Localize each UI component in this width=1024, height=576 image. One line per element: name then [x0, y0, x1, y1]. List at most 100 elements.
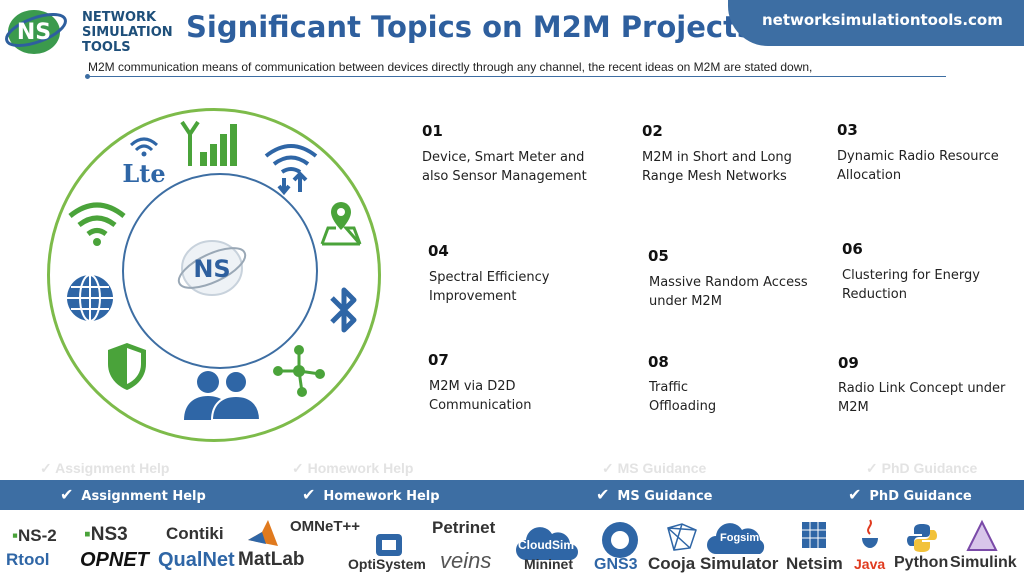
- tool-matlab[interactable]: MatLab: [238, 549, 305, 570]
- service-label: MS Guidance: [617, 489, 713, 504]
- gns3-icon: [602, 522, 638, 558]
- tool-qualnet[interactable]: QualNet: [158, 549, 235, 571]
- topic-text: Device, Smart Meter and also Sensor Mana…: [422, 150, 587, 184]
- tool-gns3[interactable]: GNS3: [594, 556, 638, 573]
- tool-label: NS3: [90, 524, 128, 545]
- ghost-label: Homework Help: [307, 460, 414, 476]
- tool-simulink[interactable]: Simulink: [950, 554, 1017, 571]
- tool-ns3[interactable]: ▪NS3: [84, 524, 128, 546]
- service-phd-guidance[interactable]: ✔ PhD Guidance: [848, 485, 972, 504]
- center-ns-logo-icon: NS: [177, 240, 247, 296]
- topic-number: 02: [642, 122, 663, 140]
- java-icon: [862, 519, 878, 548]
- network-nodes-icon: [273, 345, 325, 397]
- tool-java[interactable]: Java: [854, 556, 886, 572]
- brand-logo[interactable]: NS NETWORK SIMULATION TOOLS: [4, 4, 174, 58]
- topic-text: M2M via D2D Communication: [429, 379, 532, 413]
- topic-number: 09: [838, 354, 859, 372]
- underline-dot: [85, 74, 90, 79]
- topic-number: 01: [422, 122, 443, 140]
- shield-icon: [108, 343, 146, 390]
- signal-bars-icon: [180, 120, 237, 166]
- map-pin-icon: [320, 202, 362, 246]
- topic-number: 03: [837, 121, 858, 139]
- tool-label: NS-2: [18, 526, 57, 545]
- tool-ns2[interactable]: ▪NS-2: [12, 526, 57, 546]
- subtitle-underline: [88, 76, 946, 77]
- service-label: PhD Guidance: [869, 489, 972, 504]
- service-label: Assignment Help: [81, 489, 206, 504]
- service-homework-help[interactable]: ✔ Homework Help: [302, 485, 440, 504]
- ghost-item: ✓ MS Guidance: [602, 460, 707, 476]
- site-link[interactable]: networksimulationtools.com: [762, 11, 1003, 29]
- service-ms-guidance[interactable]: ✔ MS Guidance: [596, 485, 712, 504]
- tool-cooja-simulator[interactable]: Cooja Simulator: [648, 554, 779, 573]
- cloudsim-icon: [516, 527, 578, 560]
- service-label: Homework Help: [323, 489, 440, 504]
- optisystem-icon: [376, 534, 402, 556]
- check-icon: ✔: [302, 485, 316, 504]
- bars-icon: ▪: [84, 524, 91, 545]
- ns-logo-icon: NS: [5, 10, 67, 54]
- lte-icon: Lte: [122, 137, 166, 188]
- bluetooth-icon: [330, 287, 357, 333]
- brand-line-2: SIMULATION: [82, 25, 173, 40]
- ghost-item: ✓ PhD Guidance: [866, 460, 978, 476]
- topic-number: 05: [648, 247, 669, 265]
- subtitle: M2M communication means of communication…: [88, 60, 813, 74]
- ghost-label: PhD Guidance: [881, 460, 978, 476]
- check-icon: ✔: [596, 485, 610, 504]
- cooja-icon: [667, 523, 697, 551]
- tool-omnet[interactable]: OMNeT++: [290, 518, 361, 535]
- netsim-icon: [802, 522, 826, 548]
- services-reflection: ✓ Assignment Help ✓ Homework Help ✓ MS G…: [0, 460, 1024, 480]
- check-icon: ✔: [60, 485, 74, 504]
- tool-opnet[interactable]: OPNET: [80, 549, 149, 571]
- globe-icon: [67, 274, 113, 322]
- tool-optisystem[interactable]: OptiSystem: [348, 556, 426, 572]
- topic-number: 07: [428, 351, 449, 369]
- ghost-label: Assignment Help: [55, 460, 170, 476]
- wifi-upload-icon: [264, 144, 318, 196]
- tool-python[interactable]: Python: [894, 554, 949, 571]
- tool-cloudsim[interactable]: CloudSim: [518, 538, 574, 552]
- tool-rtool[interactable]: Rtool: [6, 550, 50, 569]
- brand-line-1: NETWORK: [82, 10, 157, 25]
- service-assignment-help[interactable]: ✔ Assignment Help: [60, 485, 206, 504]
- tool-veins[interactable]: veins: [440, 548, 492, 573]
- tool-mininet[interactable]: Mininet: [524, 556, 573, 572]
- ghost-item: ✓ Assignment Help: [40, 460, 170, 476]
- inner-ring: [122, 173, 318, 369]
- tools-strip: ▪NS-2 ▪NS3 Contiki OMNeT++ Petrinet Clou…: [0, 512, 1024, 576]
- topic-text: Traffic Offloading: [649, 380, 717, 414]
- svg-text:NS: NS: [193, 255, 230, 283]
- tool-petrinet[interactable]: Petrinet: [432, 518, 496, 537]
- site-tab: [728, 0, 1024, 46]
- topic-number: 04: [428, 242, 449, 260]
- users-icon: [184, 370, 262, 421]
- ghost-label: MS Guidance: [617, 460, 707, 476]
- services-bar: ✔ Assignment Help ✔ Homework Help ✔ MS Guid…: [0, 480, 1024, 510]
- simulink-icon: [966, 519, 998, 551]
- brand-name: NETWORK SIMULATION TOOLS: [82, 10, 173, 55]
- topic-text: Radio Link Concept under M2M: [838, 381, 1006, 415]
- topic-text: Dynamic Radio Resource Allocation: [837, 149, 999, 183]
- tool-netsim[interactable]: Netsim: [786, 554, 843, 573]
- tool-contiki[interactable]: Contiki: [166, 524, 224, 543]
- topic-number: 08: [648, 353, 669, 371]
- ghost-item: ✓ Homework Help: [292, 460, 414, 476]
- page-title: Significant Topics on M2M Projects: [186, 10, 755, 44]
- topic-text: Massive Random Access under M2M: [649, 275, 808, 309]
- python-icon: [907, 524, 937, 552]
- brand-line-3: TOOLS: [82, 40, 131, 55]
- svg-text:Lte: Lte: [122, 159, 165, 188]
- check-icon: ✔: [848, 485, 862, 504]
- topic-number: 06: [842, 240, 863, 258]
- topic-text: Spectral Efficiency Improvement: [429, 270, 550, 304]
- tool-fogsim[interactable]: Fogsim: [720, 532, 760, 544]
- topic-text: M2M in Short and Long Range Mesh Network…: [642, 150, 792, 184]
- matlab-icon: [248, 520, 278, 546]
- wifi-icon: [68, 202, 126, 246]
- topic-text: Clustering for Energy Reduction: [842, 268, 980, 302]
- svg-text:NS: NS: [17, 20, 51, 45]
